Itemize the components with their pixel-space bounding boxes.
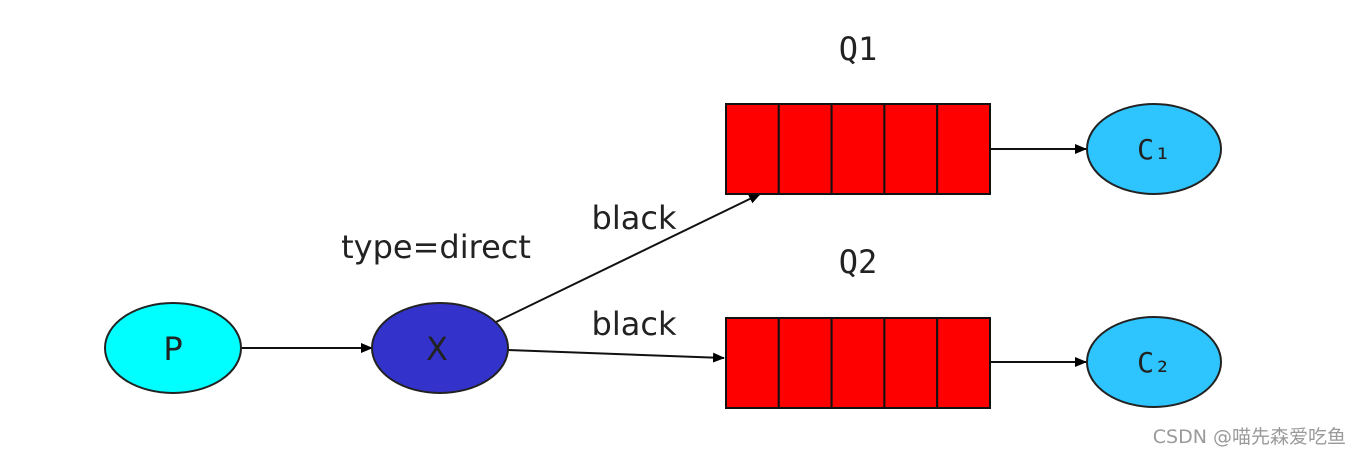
binding-q1-key: black [592,199,677,237]
producer-node: P [104,302,242,394]
consumer-c2-node: C₂ [1086,316,1222,408]
edge-exchange-q2 [507,349,725,363]
queue-q2-cell [883,317,939,409]
queue-q1-cell [936,103,992,195]
exchange-node: X [371,302,509,394]
watermark-text: CSDN @喵先森爱吃鱼 [1153,426,1346,448]
queue-q1-label: Q1 [839,30,878,68]
consumer-c1-node: C₁ [1086,103,1222,195]
exchange-label: X [426,330,448,368]
queue-q2-cell [830,317,886,409]
binding-q2-key: black [592,305,677,343]
consumer-c1-label: C₁ [1137,133,1171,166]
consumer-c2-label: C₂ [1137,346,1171,379]
queue-q1-cell [883,103,939,195]
queue-q1 [725,103,992,195]
producer-label: P [163,330,182,368]
queue-q1-cell [830,103,886,195]
queue-q2-cell [936,317,992,409]
edge-exchange-q1 [495,193,761,323]
exchange-type-label: type=direct [341,228,531,266]
queue-q2-cell [725,317,780,409]
queue-q2 [725,317,992,409]
queue-q2-cell [777,317,833,409]
queue-q1-cell [725,103,780,195]
queue-q1-cell [777,103,833,195]
queue-q2-label: Q2 [839,243,878,281]
